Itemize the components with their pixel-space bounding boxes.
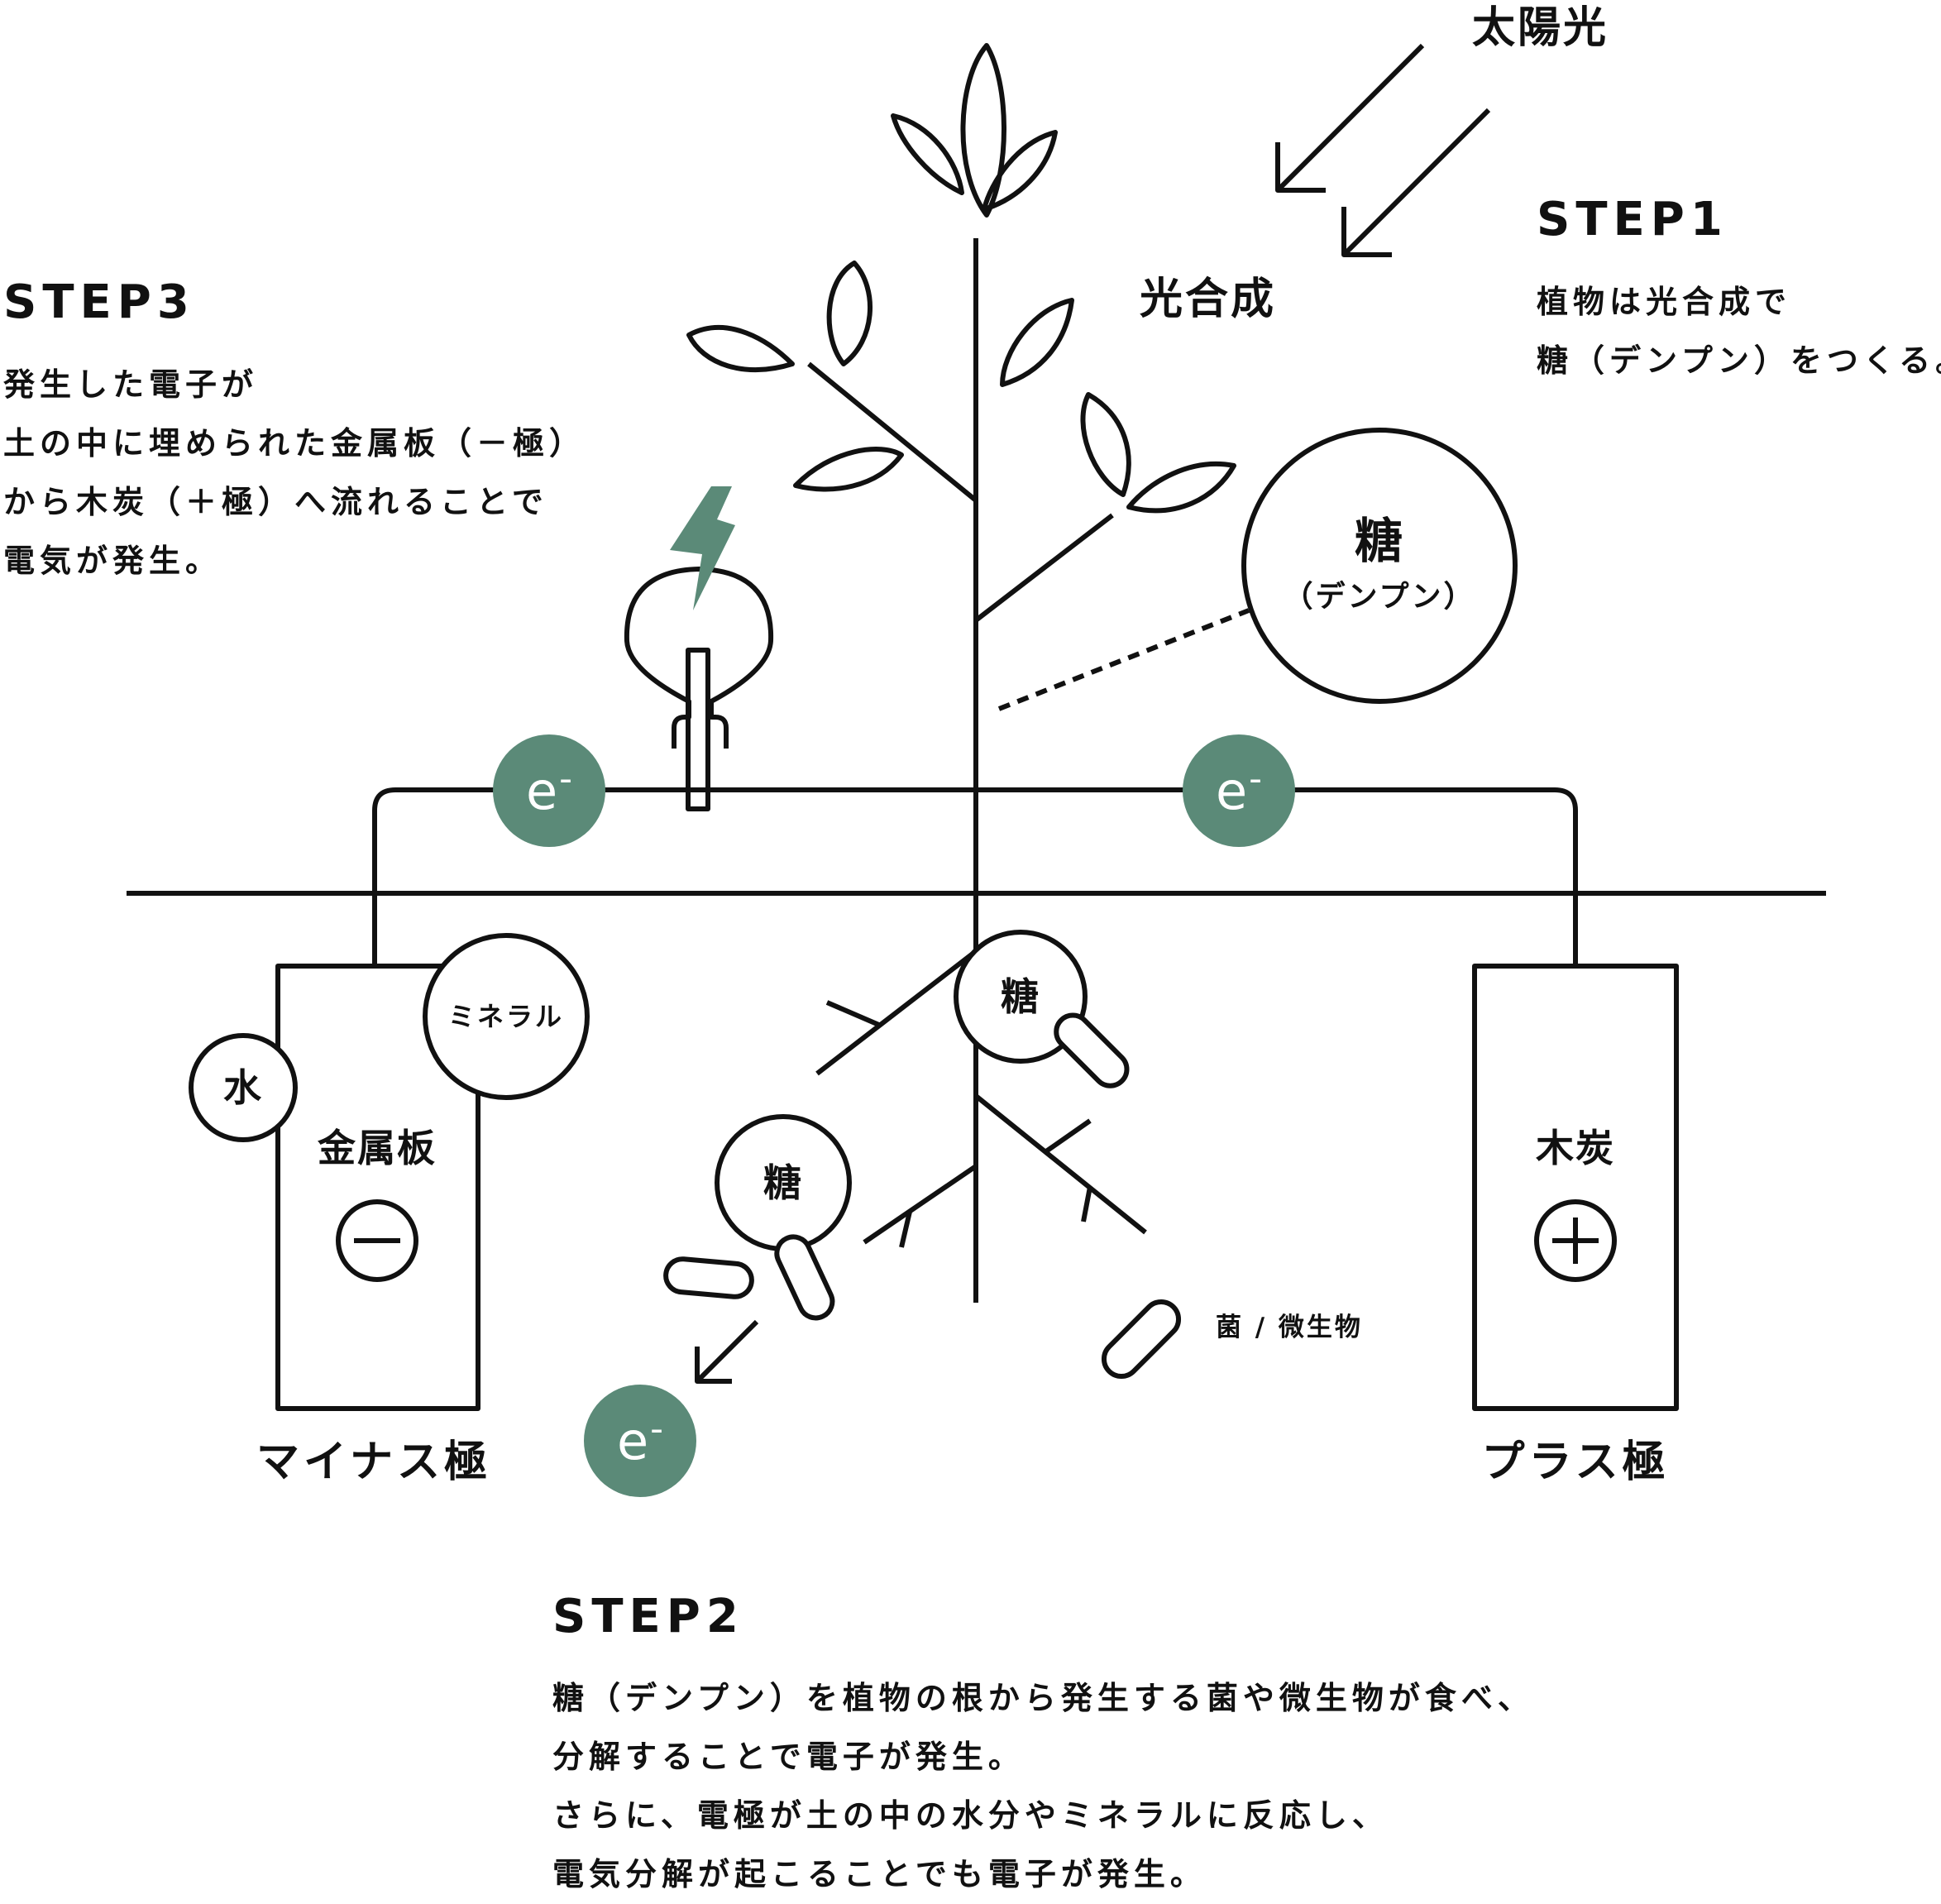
sugar-pointer <box>997 608 1250 711</box>
root <box>899 1211 912 1248</box>
light-bulb-icon <box>624 567 774 811</box>
root <box>974 1093 1147 1235</box>
bacteria-label: 菌 / 微生物 <box>1216 1313 1363 1342</box>
bacteria-icon <box>663 1256 754 1299</box>
bacteria-icon <box>774 1234 835 1321</box>
electron-badge: e- <box>584 1385 696 1497</box>
arrow-icon <box>695 1319 759 1384</box>
step1-title: STEP1 <box>1537 193 1728 246</box>
charcoal-plate <box>1472 964 1679 1411</box>
sunlight-label: 太陽光 <box>1472 3 1609 53</box>
leaf <box>1126 462 1236 514</box>
leaf <box>1080 392 1131 497</box>
plant <box>686 43 1236 1303</box>
metal-plate-label: 金属板 <box>318 1126 437 1170</box>
root <box>1081 1186 1092 1222</box>
step3-body: 発生した電子が 土の中に埋められた金属板（－極） から木炭（＋極）へ流れることで… <box>3 366 586 579</box>
root <box>1045 1118 1092 1154</box>
leaf <box>982 130 1058 212</box>
root <box>863 1164 978 1245</box>
step1-body: 植物は光合成で 糖（デンプン）をつくる。 <box>1537 284 1941 379</box>
root <box>815 949 978 1076</box>
root-sugar-label: 糖 <box>1001 974 1040 1019</box>
arrow-icon <box>695 1347 732 1384</box>
circuit-wire <box>372 787 1578 966</box>
plus-sign-circle <box>1534 1199 1617 1282</box>
electron-badge: e- <box>493 734 605 847</box>
leaf <box>891 113 964 195</box>
arrow-icon <box>1275 142 1326 193</box>
arrow-icon <box>1275 43 1425 193</box>
root-sugar-label: 糖 <box>763 1160 803 1205</box>
sugar-bubble-title: 糖 <box>1354 513 1405 569</box>
bulb-filament <box>686 648 710 811</box>
step2-body: 糖（デンプン）を植物の根から発生する菌や微生物が食べ、 分解することで電子が発生… <box>552 1680 1534 1892</box>
sugar-bubble <box>1241 428 1518 704</box>
water-label: 水 <box>223 1065 263 1110</box>
bacteria-icon <box>1101 1299 1182 1380</box>
plus-pole-caption: プラス極 <box>1481 1438 1670 1487</box>
branch-left <box>807 361 978 503</box>
arrow-icon <box>1341 108 1491 257</box>
roots <box>815 949 1147 1248</box>
mineral-label: ミネラル <box>447 1001 565 1032</box>
arrow-icon <box>1341 207 1392 257</box>
charcoal-label: 木炭 <box>1536 1126 1615 1170</box>
root <box>825 1000 882 1028</box>
minus-pole-caption: マイナス極 <box>256 1438 491 1487</box>
water-bubble <box>189 1033 298 1142</box>
leaf <box>686 325 795 372</box>
mineral-bubble <box>423 933 590 1100</box>
leaf <box>960 43 1006 218</box>
lightning-icon <box>670 486 735 610</box>
step2-title: STEP2 <box>552 1590 744 1643</box>
root-sugar-bubble <box>954 930 1088 1064</box>
leaf <box>793 447 904 492</box>
sunlight-arrows <box>1275 43 1491 257</box>
photosynthesis-label: 光合成 <box>1140 275 1277 324</box>
metal-plate <box>275 964 480 1411</box>
bacteria-icon <box>1054 1012 1130 1088</box>
step3-title: STEP3 <box>3 275 195 329</box>
leaf <box>826 261 872 366</box>
sugar-bubble-sub: （デンプン） <box>1283 580 1476 614</box>
minus-sign-circle <box>336 1199 418 1282</box>
electron-badge: e- <box>1183 734 1295 847</box>
leaf <box>1000 298 1074 387</box>
branch-right <box>974 513 1114 623</box>
